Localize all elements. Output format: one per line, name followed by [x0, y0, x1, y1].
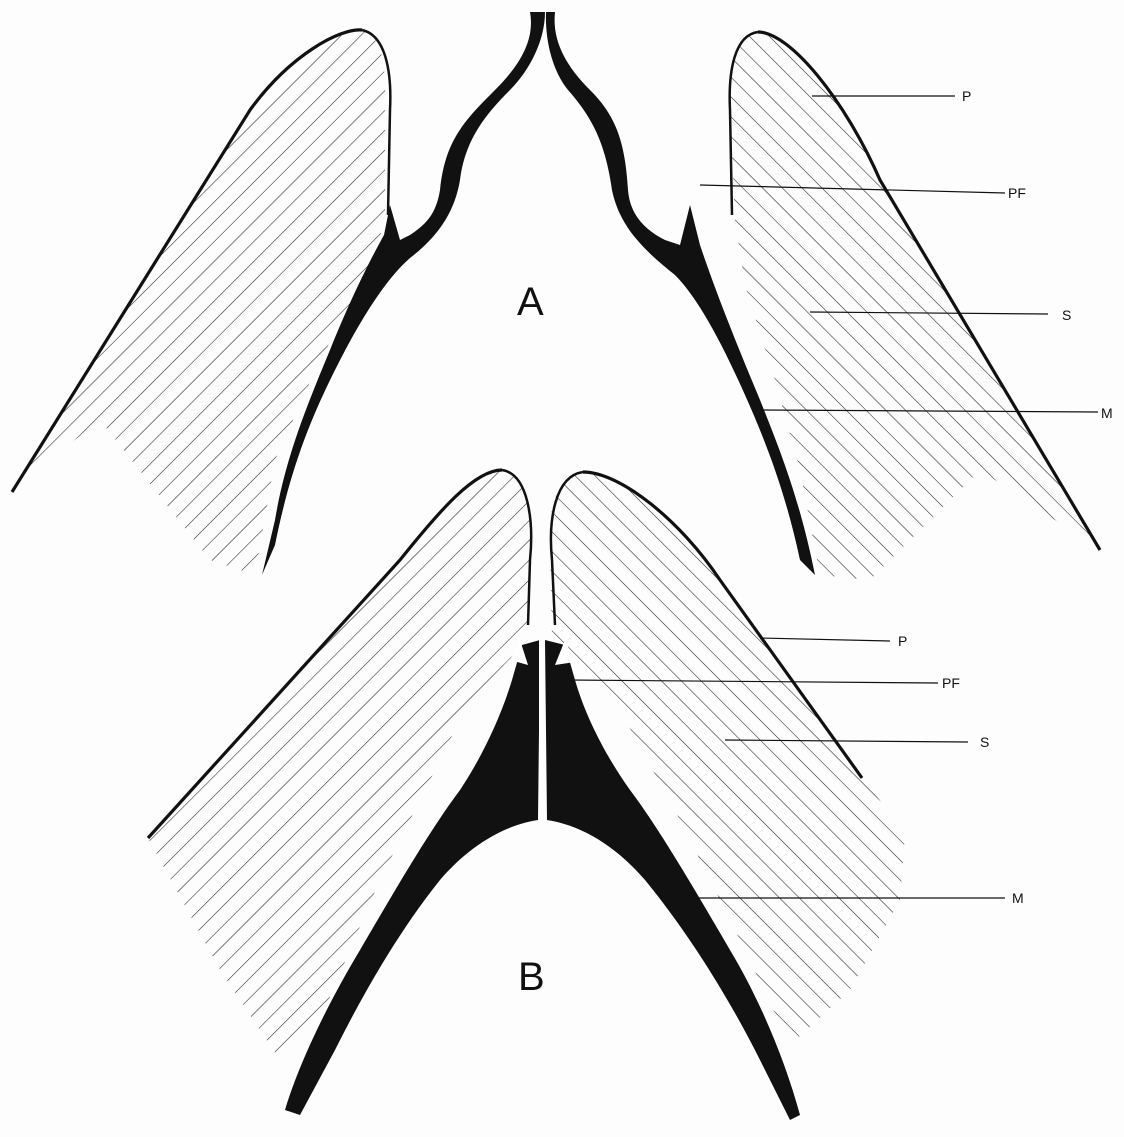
panel-a-label-p: P [962, 88, 971, 104]
panel-b-label-pf: PF [942, 675, 960, 691]
panel-a-letter: A [517, 280, 544, 324]
panel-b-label-s: S [980, 734, 989, 750]
panel-b-label-p: P [898, 633, 907, 649]
panel-b-leader-p [760, 638, 890, 641]
panel-b-letter: B [518, 955, 545, 999]
panel-a-label-m: M [1101, 405, 1113, 421]
panel-b: P PF S M B [148, 470, 1024, 1120]
panel-a-label-s: S [1062, 307, 1071, 323]
panel-a-left-hatched-region [12, 30, 385, 575]
panel-b-left-hatched-region [148, 470, 530, 1060]
panel-b-label-m: M [1012, 890, 1024, 906]
panel-a-label-pf: PF [1008, 185, 1026, 201]
